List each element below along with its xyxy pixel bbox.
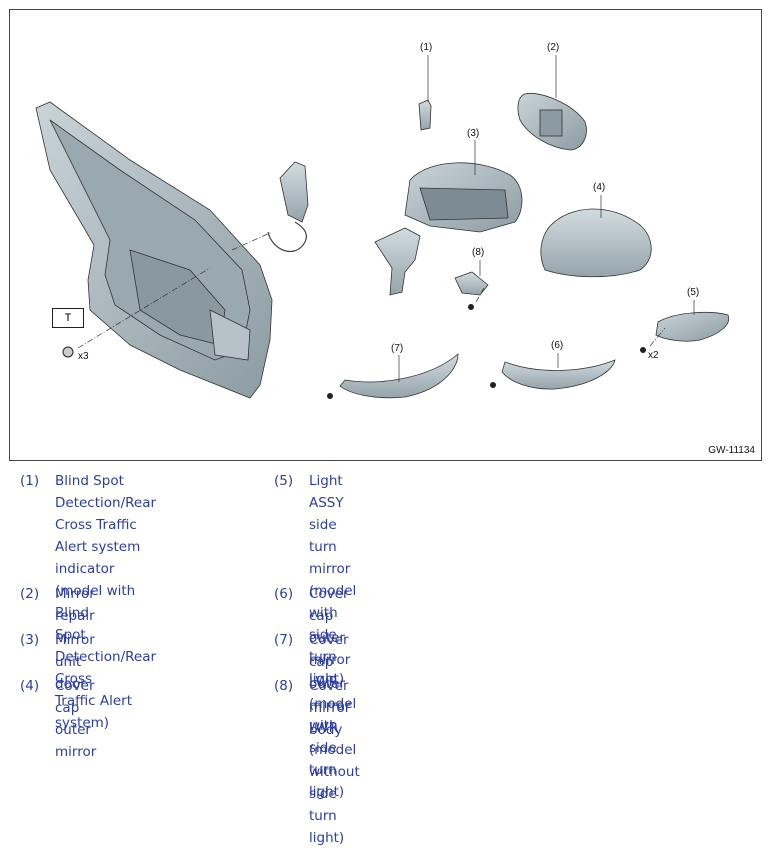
assembly-lines (77, 231, 666, 349)
legend-num: (3) (20, 632, 40, 648)
callout-8: (8) (472, 247, 485, 258)
legend-num: (7) (274, 632, 294, 648)
leader-lines (398, 55, 695, 382)
legend-num: (5) (274, 473, 294, 489)
legend-num: (8) (274, 678, 294, 694)
legend-text: Mirror unit door (55, 632, 95, 692)
legend-text: Cover mirror body (309, 678, 351, 738)
qty-light-screws: x2 (648, 350, 659, 361)
callout-6: (6) (551, 340, 564, 351)
callout-2: (2) (547, 42, 560, 53)
callout-1: (1) (420, 42, 433, 53)
callout-7: (7) (391, 343, 404, 354)
legend-num: (1) (20, 473, 40, 489)
door-panel (35, 101, 273, 399)
legend-line: (model without side turn light) (309, 742, 360, 846)
legend-text: Light ASSY side turn mirror (model with … (309, 470, 356, 690)
part-6-cover-cap-lwr (501, 359, 616, 390)
legend-line: Light ASSY side turn mirror (309, 473, 351, 577)
part-5-side-turn-light (655, 311, 730, 342)
legend-line: (model with side turn light) (309, 583, 357, 687)
part-2-mirror-glass (517, 92, 587, 151)
diagram-drawing (35, 55, 730, 399)
qty-door-bolts: x3 (78, 351, 89, 362)
torque-box: T (52, 308, 84, 328)
legend-text: Mirror repair (55, 586, 95, 624)
legend-line: Cross Traffic Alert system (55, 517, 141, 555)
legend-line: indicator (model with Blind (55, 561, 136, 621)
part-1-bsd-indicator (418, 99, 432, 131)
legend-line: Spot Detection/Rear Cross (55, 627, 157, 687)
callout-3: (3) (467, 128, 480, 139)
callout-4: (4) (593, 182, 606, 193)
part-4-cover-cap (540, 208, 652, 278)
part-7-cover-cap-lwr (339, 353, 459, 399)
screws (62, 304, 646, 399)
legend-text: Cover cap outer mirror (55, 678, 97, 760)
legend-line: Blind Spot Detection/Rear (55, 473, 157, 511)
legend-num: (6) (274, 586, 294, 602)
exploded-parts-diagram: (1) (2) (3) (4) (5) (6) (7) (8) T x3 x2 … (9, 9, 762, 461)
part-3-mirror-unit (374, 162, 523, 296)
part-8-cover-bracket (454, 271, 489, 296)
figure-id: GW-11134 (708, 445, 755, 456)
legend-line: Cover cap outer mirror LWR (309, 586, 351, 690)
callout-5: (5) (687, 287, 700, 298)
legend-num: (4) (20, 678, 40, 694)
mirror-base-harness (267, 161, 309, 253)
legend-num: (2) (20, 586, 40, 602)
